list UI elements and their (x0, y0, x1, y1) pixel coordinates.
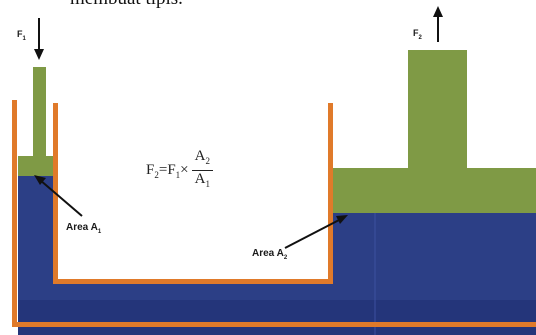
formula-term: F1 (167, 161, 181, 180)
hydraulic-fluid (18, 176, 536, 335)
large-piston-rod (408, 50, 467, 168)
cropped-caption-text: membuat tipis. (70, 0, 183, 10)
force-f2-arrow (433, 6, 443, 42)
container-inner-bottom-wall (53, 279, 333, 284)
large-piston-plate (332, 168, 536, 213)
container-left-outer-wall (12, 100, 17, 326)
small-piston-plate (18, 156, 54, 176)
area-a1-label: Area A1 (66, 222, 102, 235)
formula-numerator: A2 (191, 148, 213, 171)
formula-denominator: A1 (194, 171, 210, 189)
formula-fraction: A2 A1 (191, 148, 213, 193)
pascal-formula: F2 = F1 × A2 A1 (146, 148, 213, 193)
small-piston-rod (33, 67, 46, 156)
force-f1-label: F1 (17, 29, 26, 42)
formula-lhs: F2 (146, 161, 159, 180)
force-f2-label: F2 (413, 28, 422, 41)
area-a2-label: Area A2 (252, 248, 288, 261)
fluid-bottom-band (18, 300, 536, 335)
area-a2-pointer (284, 215, 348, 249)
container-bottom-wall (12, 322, 536, 327)
formula-times: × (180, 162, 189, 178)
container-inner-right-wall (328, 103, 333, 283)
area-a1-pointer (34, 175, 83, 217)
formula-equals: = (158, 162, 168, 178)
force-f1-arrow (34, 18, 44, 60)
